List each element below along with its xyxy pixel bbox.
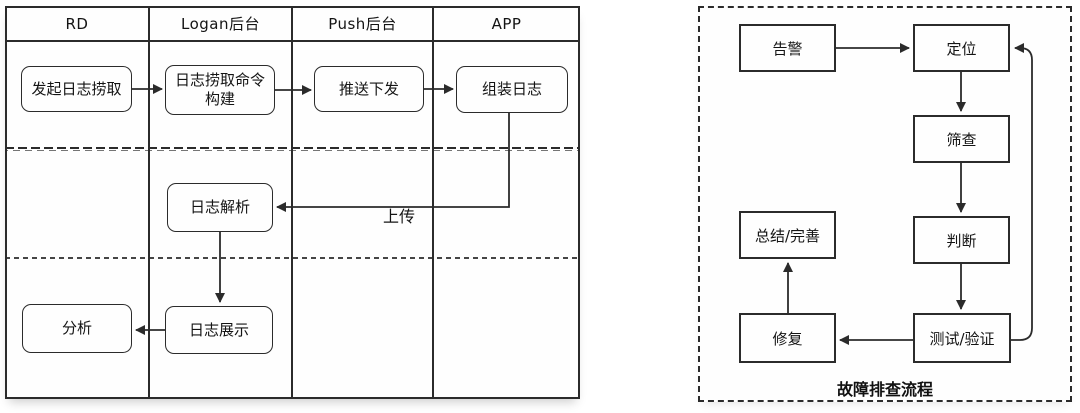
node-screen: 筛查 <box>913 115 1010 163</box>
node-analyze: 分析 <box>22 304 132 353</box>
node-log-fetch-command-build: 日志捞取命令构建 <box>165 65 275 115</box>
node-summarize: 总结/完善 <box>739 211 836 259</box>
flowchart-caption: 故障排查流程 <box>836 380 933 399</box>
node-push-deliver: 推送下发 <box>314 66 424 112</box>
lane-header-app-label: APP <box>491 14 522 33</box>
lane-header-app: APP <box>433 6 580 41</box>
node-fix: 修复 <box>739 313 836 363</box>
node-initiate-log-fetch: 发起日志捞取 <box>21 66 132 112</box>
node-locate: 定位 <box>913 24 1010 72</box>
node-assemble-log: 组装日志 <box>456 66 568 113</box>
lane-header-push-label: Push后台 <box>328 15 397 33</box>
lane-header-logan: Logan后台 <box>149 6 292 41</box>
node-judge: 判断 <box>913 216 1010 264</box>
node-alert: 告警 <box>739 24 836 72</box>
lane-header-rd-label: RD <box>65 14 89 33</box>
lane-header-push: Push后台 <box>292 6 433 41</box>
lane-header-rd: RD <box>5 6 149 41</box>
node-test-verify: 测试/验证 <box>913 313 1011 363</box>
node-log-parse: 日志解析 <box>167 183 273 232</box>
lane-header-logan-label: Logan后台 <box>181 15 260 33</box>
node-log-display: 日志展示 <box>165 306 273 354</box>
upload-edge-label: 上传 <box>383 207 416 226</box>
